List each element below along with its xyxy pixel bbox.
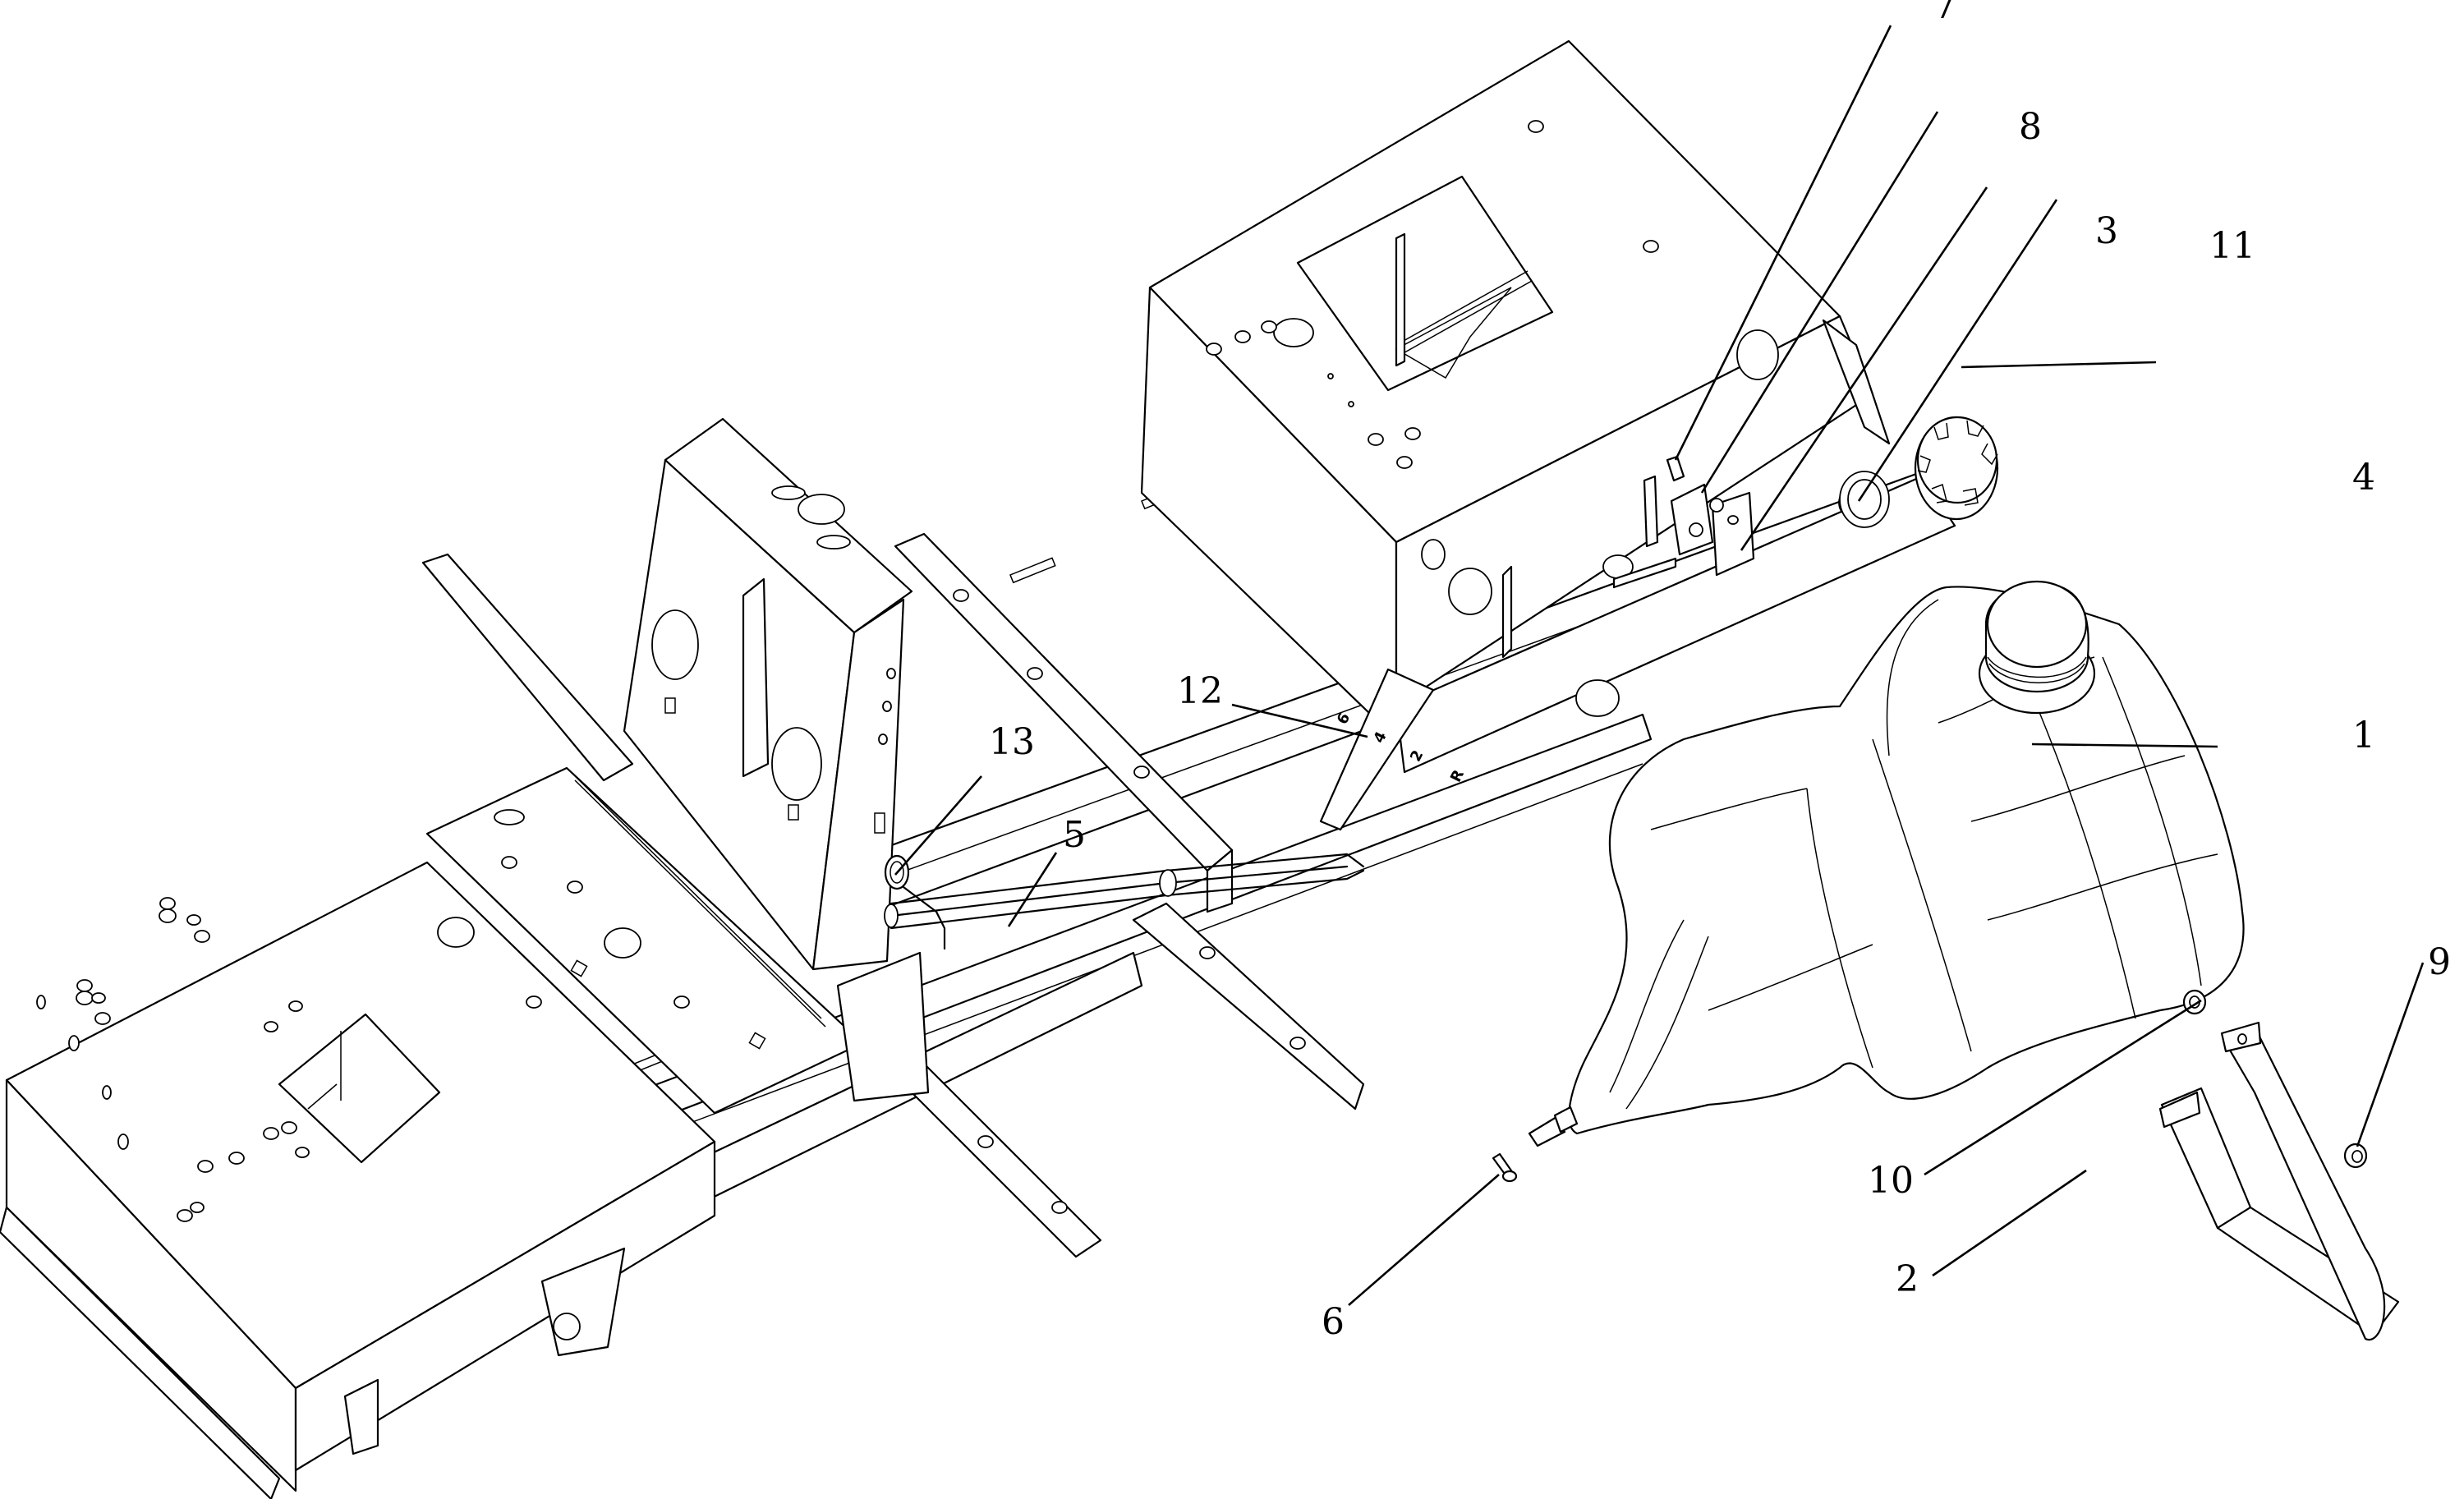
leader-lines [894,25,2425,1306]
cross-members [421,532,1365,1258]
leader-9 [2356,962,2425,1147]
callout-12: 12 [1177,670,1223,712]
callout-3: 3 [2095,210,2118,252]
callout-labels: 7 8 3 11 4 1 9 10 2 6 12 13 5 [989,0,2451,1343]
callout-1: 1 [2352,715,2375,756]
leader-4 [1961,361,2157,369]
leader-1 [2031,743,2218,748]
hose-clamp [1492,1152,1518,1183]
leader-13 [894,775,982,876]
callout-13: 13 [989,721,1035,763]
callout-9: 9 [2428,941,2451,983]
callout-2: 2 [1896,1258,1919,1300]
fuel-hose [884,853,1365,930]
leader-2 [1932,1169,2087,1277]
bracket-assembly [1602,455,1890,589]
callout-4: 4 [2352,457,2375,499]
leader-8 [1700,111,1939,494]
callout-10: 10 [1868,1160,1914,1202]
middle-deck-plate [425,766,864,1115]
leader-7 [1674,25,1892,461]
rear-engine-box [1140,39,1956,774]
callout-11: 11 [2209,225,2255,267]
leader-3 [1740,186,1988,551]
callout-7: 7 [1933,0,1956,27]
leader-6 [1348,1174,1500,1306]
upright-tower [623,417,913,971]
callout-5: 5 [1063,814,1086,856]
leader-11 [1857,199,2058,502]
callout-6: 6 [1322,1301,1345,1343]
callout-8: 8 [2019,106,2042,148]
tank-straps [2158,1021,2400,1341]
fuel-tank [1528,580,2245,1147]
front-deck-plate [0,861,716,1499]
leader-12 [1231,703,1368,738]
leader-10 [1924,999,2202,1176]
leader-5 [1007,852,1058,927]
deck-holes [36,897,475,1222]
fuel-cap [1914,416,1999,521]
